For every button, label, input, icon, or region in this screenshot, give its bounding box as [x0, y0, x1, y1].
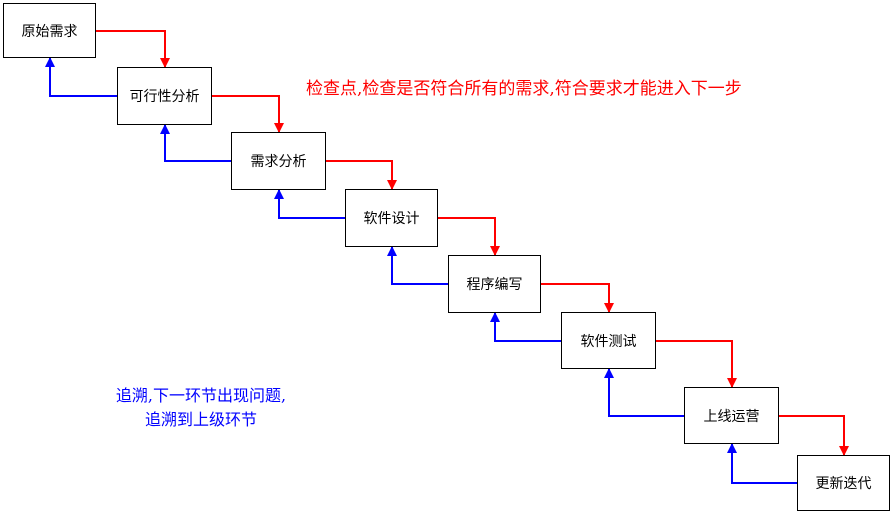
backward-arrow-1: [160, 124, 231, 162]
step-requirements-analysis: 需求分析: [231, 132, 326, 190]
step-programming: 程序编写: [448, 255, 541, 313]
forward-arrows: [96, 30, 849, 456]
step-update-iteration: 更新迭代: [797, 455, 890, 511]
step-original-requirements: 原始需求: [3, 3, 96, 58]
backward-arrow-0: [45, 57, 117, 97]
backward-arrow-4: [490, 312, 561, 342]
forward-arrow-5: [656, 340, 737, 388]
forward-arrow-6: [779, 415, 849, 456]
traceback-note: 追溯,下一环节出现问题, 追溯到上级环节: [96, 384, 306, 432]
backward-arrow-3: [387, 246, 448, 285]
forward-arrow-1: [212, 95, 284, 133]
backward-arrows: [45, 57, 797, 484]
backward-arrow-5: [604, 368, 684, 417]
traceback-note-line1: 追溯,下一环节出现问题,: [115, 386, 287, 405]
step-feasibility-analysis: 可行性分析: [117, 67, 212, 125]
backward-arrow-6: [727, 443, 797, 484]
step-launch-operations: 上线运营: [684, 387, 779, 444]
forward-arrow-4: [541, 283, 614, 313]
forward-arrow-0: [96, 30, 170, 68]
step-software-design: 软件设计: [345, 189, 438, 247]
backward-arrow-2: [274, 189, 345, 219]
forward-arrow-2: [326, 160, 397, 190]
checkpoint-note: 检查点,检查是否符合所有的需求,符合要求才能进入下一步: [306, 79, 742, 99]
traceback-note-line2: 追溯到上级环节: [144, 410, 257, 429]
step-software-testing: 软件测试: [561, 312, 656, 369]
forward-arrow-3: [438, 217, 500, 256]
